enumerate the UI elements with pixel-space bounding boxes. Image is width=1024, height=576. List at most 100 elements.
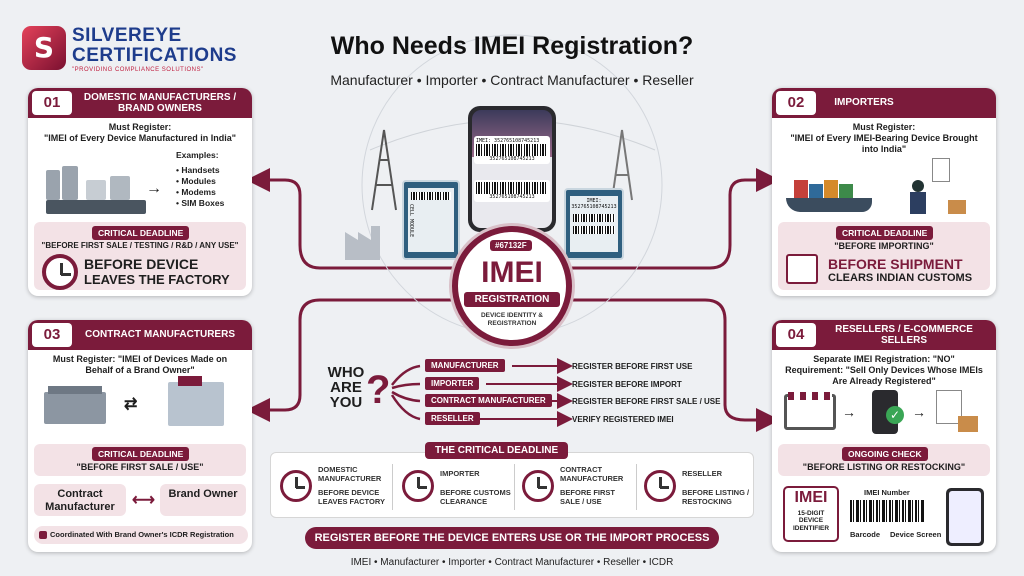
barcode-label: Barcode bbox=[850, 530, 881, 539]
phone-imei-text: IMEI: 352765108745213 bbox=[476, 138, 540, 144]
device-screen-icon bbox=[946, 488, 984, 546]
module-barcode bbox=[411, 192, 451, 200]
must-register-detail: Must Register: "IMEI of Devices Made on … bbox=[52, 354, 228, 376]
arrow-right-icon: → bbox=[146, 180, 162, 197]
role-reseller: RESELLER bbox=[425, 412, 480, 425]
module-barcode bbox=[573, 226, 615, 234]
deadline-item-name: CONTRACT MANUFACTURER bbox=[560, 465, 624, 483]
card-number: 01 bbox=[32, 91, 72, 115]
role-importer: IMPORTER bbox=[425, 377, 480, 390]
requirement-line: Requirement: "Sell Only Devices Whose IM… bbox=[785, 365, 983, 387]
deadline-item-when: BEFORE FIRST SALE / USE bbox=[560, 488, 616, 506]
checklist-icon bbox=[936, 390, 962, 424]
smartphone: IMEI: 352765108745213 352765108745213 35… bbox=[468, 106, 556, 232]
imei-identifier-title: IMEI bbox=[794, 489, 828, 506]
page-title: Who Needs IMEI Registration? bbox=[330, 32, 694, 60]
phone-imei-barcode-2: 352765108745213 bbox=[474, 180, 550, 202]
cellular-module-left: CELL MODULE bbox=[402, 180, 460, 260]
logo-name-line1: SILVEREYE bbox=[72, 25, 182, 46]
phone-code-1: 352765108745213 bbox=[489, 156, 535, 162]
big-line-2: LEAVES THE FACTORY bbox=[84, 272, 230, 287]
deadline-tag: CRITICAL DEADLINE bbox=[92, 226, 190, 240]
card-importers: IMPORTERS 02 Must Register: "IMEI of Eve… bbox=[772, 88, 996, 296]
hub-imei-title: IMEI bbox=[481, 256, 543, 289]
example-item: • Modems bbox=[176, 187, 216, 197]
role-action: REGISTER BEFORE FIRST USE bbox=[572, 362, 693, 371]
deadline-text: "BEFORE FIRST SALE / USE" bbox=[76, 462, 204, 472]
silvereye-logo: S SILVEREYE CERTIFICATIONS "PROVIDING CO… bbox=[22, 22, 247, 74]
phone-imei-barcode: IMEI: 352765108745213 352765108745213 bbox=[474, 136, 550, 164]
stamp-icon bbox=[786, 254, 818, 284]
critical-deadline-panel bbox=[270, 452, 754, 518]
hub-tag: #67132F bbox=[490, 240, 532, 251]
separate-registration-line: Separate IMEI Registration: "NO" bbox=[813, 354, 955, 364]
card-number: 04 bbox=[776, 323, 816, 347]
deadline-text: "BEFORE FIRST SALE / TESTING / R&D / ANY… bbox=[41, 241, 239, 250]
logo-tagline: "PROVIDING COMPLIANCE SOLUTIONS" bbox=[72, 67, 204, 73]
card-number: 02 bbox=[776, 91, 816, 115]
card-contract-manufacturers: CONTRACT MANUFACTURERS 03 Must Register:… bbox=[28, 320, 252, 552]
imei-registration-hub: #67132F IMEI REGISTRATION DEVICE IDENTIT… bbox=[452, 226, 572, 346]
arrow-right-icon: → bbox=[842, 404, 856, 420]
arrow-right-icon: → bbox=[912, 404, 926, 420]
deadline-tag: CRITICAL DEADLINE bbox=[92, 447, 190, 461]
role-action: REGISTER BEFORE FIRST SALE / USE bbox=[572, 397, 721, 406]
deadline-item-when: BEFORE LISTING / RESTOCKING bbox=[682, 488, 750, 506]
module-text: IMEI: 352765108745213 bbox=[571, 198, 617, 210]
brand-owner-box: Brand Owner bbox=[160, 484, 246, 516]
module-barcode bbox=[573, 214, 615, 222]
critical-deadline-title: THE CRITICAL DEADLINE bbox=[425, 442, 569, 459]
ongoing-check-text: "BEFORE LISTING OR RESTOCKING" bbox=[802, 462, 966, 472]
coordination-note: Coordinated With Brand Owner's ICDR Regi… bbox=[34, 526, 248, 544]
check-icon: ✓ bbox=[886, 406, 904, 424]
role-contract-manufacturer: CONTRACT MANUFACTURER bbox=[425, 394, 552, 407]
module-text: CELL MODULE bbox=[408, 204, 414, 238]
example-item: • Handsets bbox=[176, 165, 220, 175]
box-icon bbox=[958, 416, 978, 432]
must-register-label: Must Register: bbox=[852, 122, 916, 132]
role-manufacturer: MANUFACTURER bbox=[425, 359, 505, 372]
examples-label: Examples: bbox=[176, 150, 219, 160]
imei-identifier-sub: 15-DIGIT DEVICE IDENTIFIER bbox=[792, 510, 830, 532]
must-register-detail: "IMEI of Every IMEI-Bearing Device Broug… bbox=[790, 133, 978, 155]
bidirectional-arrow-icon: ⟷ bbox=[132, 492, 155, 509]
question-mark-icon: ? bbox=[366, 368, 391, 412]
big-line-1: BEFORE DEVICE bbox=[84, 256, 199, 272]
logo-mark: S bbox=[22, 26, 66, 70]
deadline-item-name: IMPORTER bbox=[440, 469, 480, 478]
footer-keywords: IMEI • Manufacturer • Importer • Contrac… bbox=[350, 557, 674, 568]
deadline-text: "BEFORE IMPORTING" bbox=[834, 241, 934, 251]
stopwatch-icon bbox=[644, 470, 676, 502]
deadline-item-name: DOMESTIC MANUFACTURER bbox=[318, 465, 382, 483]
barcode-graphic bbox=[850, 500, 924, 522]
stopwatch-icon bbox=[522, 470, 554, 502]
contract-manufacturer-box: Contract Manufacturer bbox=[34, 484, 126, 516]
deadline-tag: CRITICAL DEADLINE bbox=[836, 226, 934, 240]
deadline-item-when: BEFORE CUSTOMS CLEARANCE bbox=[440, 488, 511, 506]
must-register-label: Must Register: bbox=[108, 122, 172, 132]
example-item: • Modules bbox=[176, 176, 216, 186]
ongoing-check-tag: ONGOING CHECK bbox=[842, 447, 928, 461]
who-are-you-label: WHO ARE YOU bbox=[327, 364, 365, 411]
page-subtitle: Manufacturer • Importer • Contract Manuf… bbox=[330, 72, 694, 88]
phone-code-2: 352765108745213 bbox=[489, 194, 535, 200]
logo-name-line2: CERTIFICATIONS bbox=[72, 45, 237, 66]
imei-number-label: IMEI Number bbox=[864, 488, 910, 497]
big-line-2: CLEARS INDIAN CUSTOMS bbox=[828, 272, 973, 284]
swap-arrows-icon: ⇄ bbox=[124, 396, 138, 413]
imei-identifier-box: IMEI 15-DIGIT DEVICE IDENTIFIER bbox=[783, 486, 839, 542]
stopwatch-icon bbox=[280, 470, 312, 502]
card-number: 03 bbox=[32, 323, 72, 347]
hub-subtitle: DEVICE IDENTITY & REGISTRATION bbox=[480, 312, 543, 327]
cellular-module-right: IMEI: 352765108745213 bbox=[564, 188, 624, 260]
must-register-detail: "IMEI of Every Device Manufactured in In… bbox=[43, 133, 237, 143]
example-item: • SIM Boxes bbox=[176, 198, 225, 208]
role-action: VERIFY REGISTERED IMEI bbox=[572, 415, 674, 424]
hub-registration-label: REGISTRATION bbox=[464, 292, 560, 307]
stopwatch-icon bbox=[402, 470, 434, 502]
clock-icon bbox=[42, 254, 78, 290]
register-before-banner: REGISTER BEFORE THE DEVICE ENTERS USE OR… bbox=[305, 527, 719, 549]
device-screen-label: Device Screen bbox=[890, 530, 942, 539]
card-domestic-manufacturers: DOMESTIC MANUFACTURERS / BRAND OWNERS 01… bbox=[28, 88, 252, 296]
role-action: REGISTER BEFORE IMPORT bbox=[572, 380, 682, 389]
